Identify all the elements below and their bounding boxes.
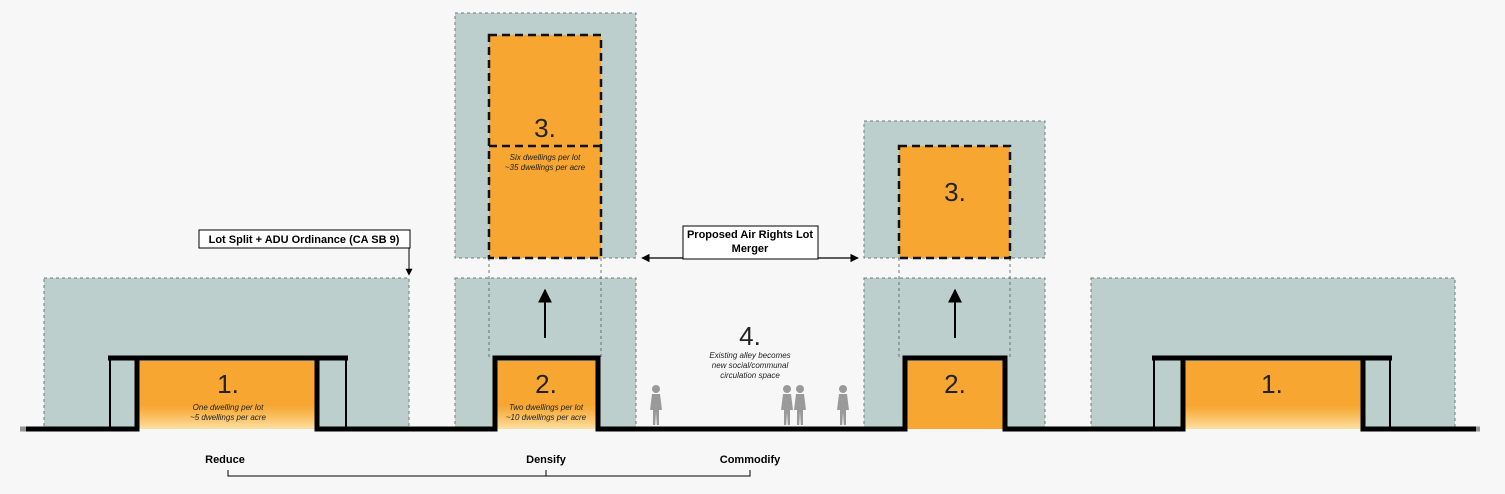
person-figure-3	[794, 385, 806, 425]
unit-right-2-number: 2.	[944, 369, 966, 399]
unit-left-1-desc2: ~5 dwellings per acre	[190, 413, 266, 422]
timeline: Reduce Densify Commodify	[205, 454, 781, 477]
dwelling-outlines	[487, 33, 1012, 260]
air-rights-label-box	[682, 225, 819, 260]
people-silhouettes	[650, 385, 849, 425]
unit-right-3-number: 3.	[944, 177, 966, 207]
timeline-commodify: Commodify	[720, 454, 781, 466]
person-figure-2	[781, 385, 793, 425]
floor-glow	[137, 405, 1363, 429]
unit-left-3-number: 3.	[534, 113, 556, 143]
unit-left-2-desc2: ~10 dwellings per acre	[506, 413, 587, 422]
up-arrows	[538, 288, 962, 338]
air-rights-label-line1: Proposed Air Rights Lot	[687, 229, 813, 241]
dwelling-right-2	[905, 361, 1005, 429]
unit-left-3-desc1: Six dwellings per lot	[510, 153, 581, 162]
unit-left-2-desc1: Two dwellings per lot	[509, 403, 584, 412]
alley-desc-line3: circulation space	[720, 371, 780, 380]
timeline-bracket	[227, 470, 751, 477]
unit-right-1-number: 1.	[1261, 369, 1283, 399]
alley-desc-line1: Existing alley becomes	[709, 351, 790, 360]
timeline-densify: Densify	[526, 454, 567, 466]
lot-split-label: Lot Split + ADU Ordinance (CA SB 9)	[209, 234, 400, 246]
person-figure-1	[650, 385, 662, 425]
person-figure-4	[837, 385, 849, 425]
projection-lines	[488, 258, 1011, 358]
unit-left-2-number: 2.	[535, 369, 557, 399]
air-rights-label-line2: Merger	[732, 243, 769, 255]
adu-right-outer	[1153, 358, 1391, 429]
dwelling-right-3	[899, 146, 1010, 258]
unit-left-1-desc1: One dwelling per lot	[193, 403, 264, 412]
unit-left-1-number: 1.	[217, 369, 239, 399]
unit-left-3-desc2: ~35 dwellings per acre	[505, 163, 586, 172]
adu-left-outer	[109, 358, 347, 429]
lot-split-label-box	[198, 229, 411, 249]
alley-desc-line2: new social/communal	[712, 361, 789, 370]
timeline-reduce: Reduce	[205, 454, 245, 466]
alley-number: 4.	[739, 321, 761, 351]
ground-and-walls	[20, 355, 1480, 432]
ground-line	[20, 355, 1480, 432]
